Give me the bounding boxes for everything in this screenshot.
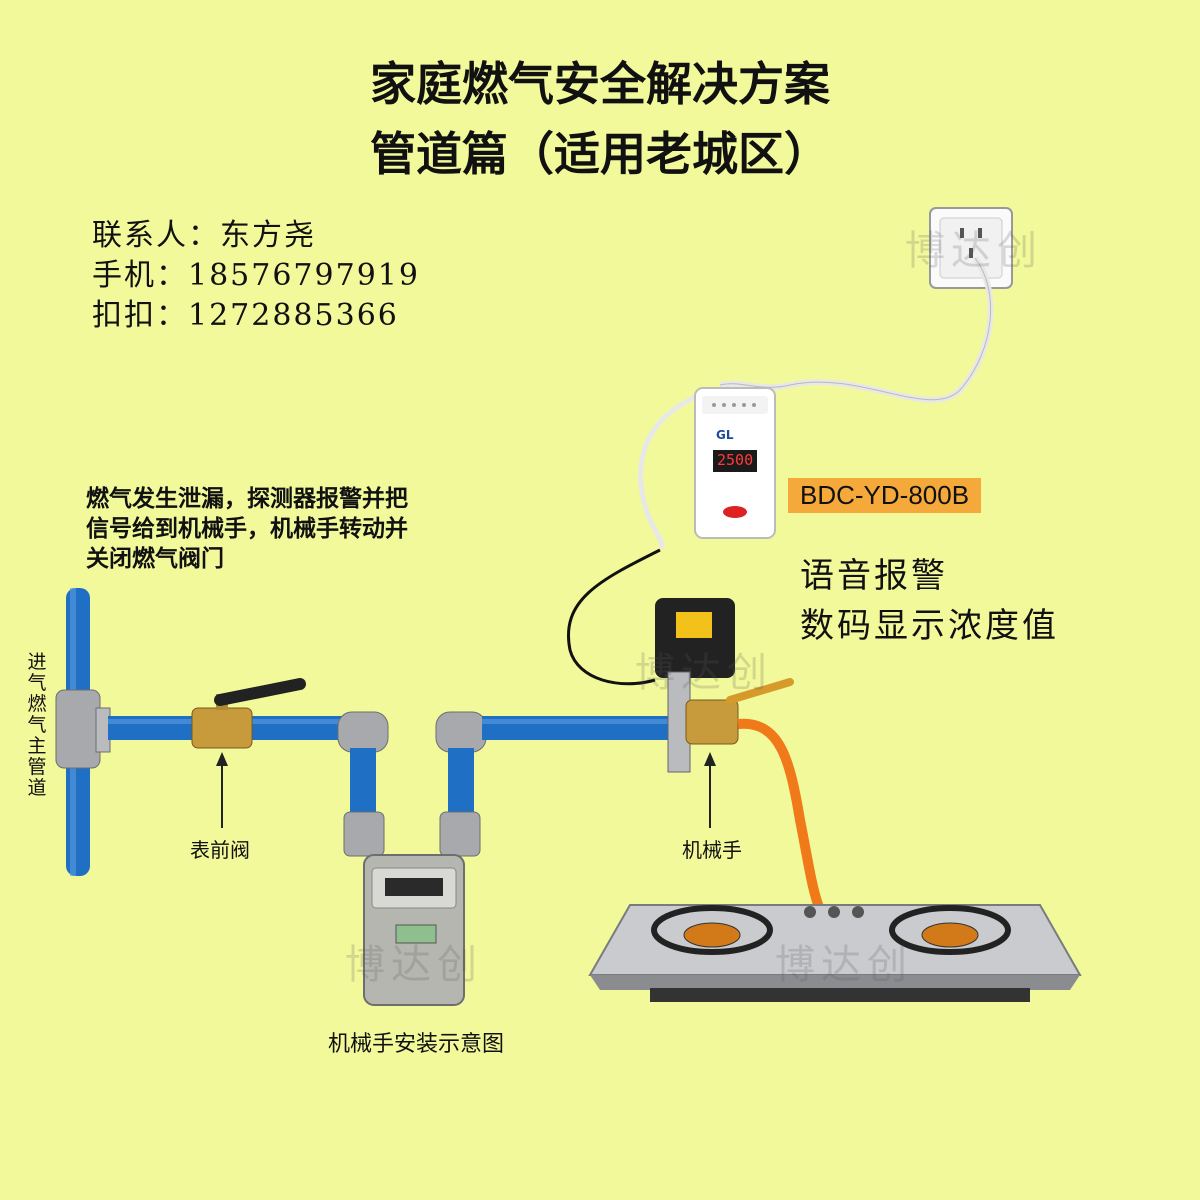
label-main-pipe: 进气燃气主管道: [27, 651, 47, 799]
arrow-meter-valve: [216, 752, 228, 828]
title-line-2: 管道篇（适用老城区）: [370, 127, 830, 181]
meter-front-valve: [191, 678, 306, 749]
description-line-3: 关闭燃气阀门: [86, 546, 224, 572]
watermark: 博达创: [345, 942, 483, 988]
gas-stove: [588, 904, 1082, 1002]
caption: 机械手安装示意图: [328, 1032, 505, 1057]
watermark: 博达创: [635, 650, 773, 696]
watermark: 博达创: [905, 228, 1043, 274]
power-socket: [929, 207, 1013, 289]
title-line-1: 家庭燃气安全解决方案: [370, 57, 830, 111]
gas-detector: [694, 387, 776, 539]
label-manipulator: 机械手: [682, 838, 742, 862]
contact-phone: 手机：18576797919: [92, 258, 420, 293]
description-line-2: 信号给到机械手，机械手转动并: [86, 516, 408, 542]
manipulator: [655, 598, 794, 773]
watermark: 博达创: [775, 942, 913, 988]
stove-hose: [737, 718, 825, 912]
model-badge: BDC-YD-800B: [788, 478, 982, 513]
gas-meter: [363, 854, 465, 1006]
feature-digital-display: 数码显示浓度值: [800, 606, 1059, 646]
detector-display: 2500: [717, 451, 754, 469]
label-meter-valve: 表前阀: [190, 838, 250, 862]
contact-person: 联系人：东方尧: [92, 218, 316, 253]
feature-voice-alarm: 语音报警: [800, 556, 948, 596]
contact-qq: 扣扣：1272885366: [92, 298, 399, 333]
description-line-1: 燃气发生泄漏，探测器报警并把: [86, 486, 408, 512]
description: 燃气发生泄漏，探测器报警并把 信号给到机械手，机械手转动并 关闭燃气阀门: [86, 484, 506, 574]
arrow-manipulator: [704, 752, 716, 828]
detector-brand: GL: [716, 428, 734, 442]
signal-cable: [567, 548, 661, 686]
